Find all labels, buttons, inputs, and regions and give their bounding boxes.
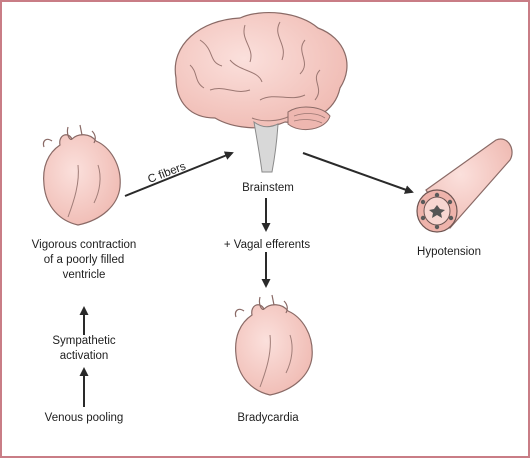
arrow-brainstem-to-vessel <box>302 152 414 194</box>
bradycardia-label: Bradycardia <box>237 412 299 424</box>
heart-icon-left <box>42 124 121 226</box>
arrow-heart-to-brainstem <box>124 151 234 197</box>
hypotension-label: Hypotension <box>417 246 481 258</box>
vigorous-contraction-label: Vigorous contraction of a poorly filled … <box>31 239 137 281</box>
brain-icon <box>174 11 348 131</box>
sympathetic-activation-label: Sympathetic activation <box>52 335 116 362</box>
blood-vessel-icon <box>416 138 513 233</box>
brainstem-label: Brainstem <box>242 182 294 194</box>
brainstem-shape <box>253 120 279 173</box>
vagal-efferents-label: + Vagal efferents <box>223 239 311 251</box>
venous-pooling-label: Venous pooling <box>44 412 124 424</box>
heart-icon-bradycardia <box>234 294 313 396</box>
c-fibers-label: C fibers <box>146 160 188 185</box>
